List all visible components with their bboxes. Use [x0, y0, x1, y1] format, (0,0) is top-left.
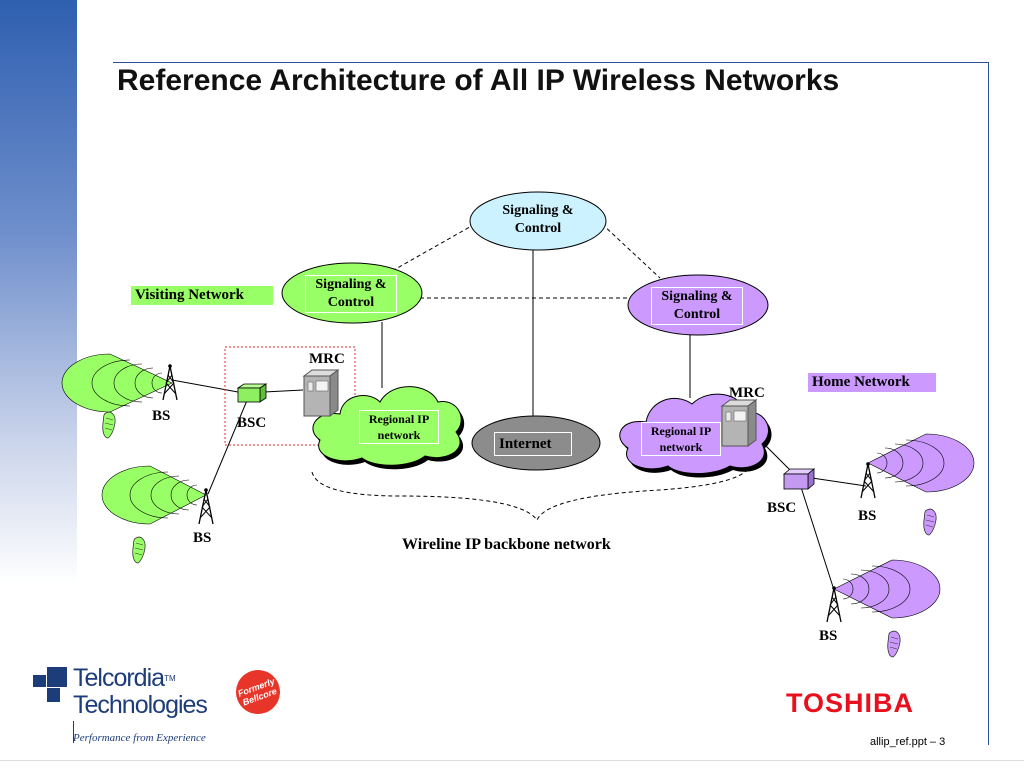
signaling-visiting-line2: Control	[327, 295, 375, 310]
bsc-left-label: BSC	[237, 415, 267, 431]
regional-right-line1: Regional IP	[650, 424, 712, 438]
mrc-server-right[interactable]	[721, 399, 757, 447]
visiting-network-label: Visiting Network	[131, 286, 273, 305]
telcordia-name: TelcordiaTM Technologies	[73, 664, 208, 719]
signaling-home-line1: Signaling &	[661, 289, 733, 304]
internet-label: Internet	[494, 432, 572, 456]
mobile-phone-right-bottom[interactable]	[887, 630, 901, 658]
footer-rule	[0, 760, 1024, 761]
signaling-top-label: Signaling & Control	[493, 202, 583, 238]
telcordia-tagline: Performance from Experience	[73, 732, 206, 744]
signaling-top-line2: Control	[514, 221, 562, 236]
bsc-right-label: BSC	[767, 500, 797, 516]
signaling-visiting-label: Signaling & Control	[305, 275, 397, 313]
telcordia-mark-icon	[33, 667, 67, 702]
bs-left-bottom-label: BS	[193, 530, 212, 546]
wave-rings	[91, 359, 945, 613]
regional-right-label: Regional IP network	[641, 422, 721, 456]
mobile-phone-right-top[interactable]	[923, 508, 937, 536]
home-network-label: Home Network	[808, 373, 936, 392]
wave-fan-right-top	[867, 433, 975, 493]
signaling-top[interactable]	[469, 191, 607, 251]
right-rule	[988, 62, 989, 745]
mobile-phone-left-bottom[interactable]	[132, 536, 146, 564]
bs-left-top-label: BS	[152, 408, 171, 424]
backbone-brace	[311, 464, 751, 521]
regional-left-label: Regional IP network	[359, 410, 439, 444]
mrc-right-label: MRC	[729, 385, 765, 401]
wave-fan-left-bottom	[101, 465, 207, 525]
signaling-visiting[interactable]	[281, 262, 423, 324]
signaling-links	[384, 223, 661, 299]
toshiba-logo: TOSHIBA	[786, 688, 915, 718]
bsc-box-right[interactable]	[782, 468, 816, 490]
signaling-home[interactable]	[627, 274, 769, 336]
bs-right-top-label: BS	[858, 508, 877, 524]
bs-tower-right-top[interactable]	[860, 461, 876, 499]
mrc-server-left[interactable]	[303, 369, 339, 417]
title-rule	[113, 62, 988, 63]
regional-left-line2: network	[377, 428, 421, 442]
regional-right-line2: network	[659, 440, 703, 454]
signaling-visiting-line1: Signaling &	[315, 277, 387, 292]
bs-right-bottom-label: BS	[819, 628, 838, 644]
backbone-label: Wireline IP backbone network	[402, 536, 611, 553]
mobile-phone-left-top[interactable]	[102, 411, 116, 439]
bsc-box-left[interactable]	[236, 383, 268, 403]
wave-fan-left-top	[61, 353, 173, 413]
signaling-home-line2: Control	[673, 307, 721, 322]
slide-title: Reference Architecture of All IP Wireles…	[117, 64, 840, 97]
signaling-top-line1: Signaling &	[502, 203, 574, 218]
mrc-left-label: MRC	[309, 351, 345, 367]
sidebar-gradient	[0, 0, 77, 585]
telcordia-line1: Telcordia	[73, 664, 165, 692]
network-links	[171, 248, 867, 591]
wave-fan-right-bottom	[833, 559, 941, 619]
antenna-waves	[61, 353, 975, 619]
telcordia-divider	[73, 721, 74, 743]
internet-node[interactable]	[471, 415, 601, 471]
visiting-bsc-group	[224, 346, 356, 446]
telcordia-line2: Technologies	[73, 691, 208, 719]
signaling-home-label: Signaling & Control	[651, 287, 743, 325]
telcordia-tm: TM	[164, 674, 176, 683]
regional-left-line1: Regional IP	[368, 412, 430, 426]
telcordia-logo: TelcordiaTM Technologies Performance fro…	[33, 665, 233, 755]
slide-reference: allip_ref.ppt – 3	[870, 736, 946, 748]
